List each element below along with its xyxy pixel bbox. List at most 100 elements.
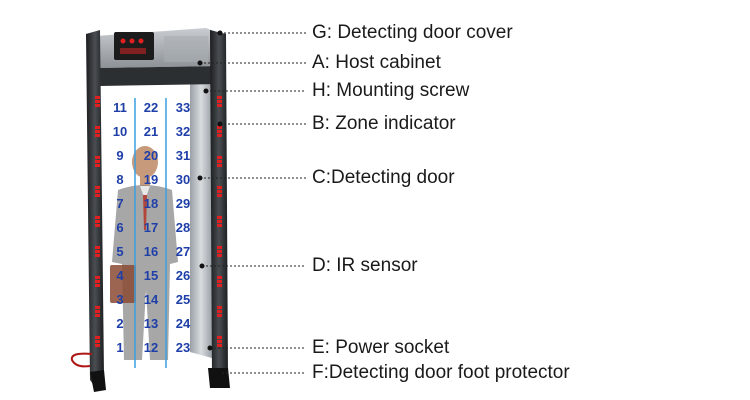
led-segment	[95, 96, 100, 99]
led-segment	[217, 336, 222, 339]
zone-number: 24	[176, 316, 191, 331]
zone-number: 20	[144, 148, 158, 163]
led-segment	[217, 130, 222, 133]
zone-guide-lines	[134, 98, 167, 368]
led-segment	[217, 126, 222, 129]
zone-number: 21	[144, 124, 158, 139]
zone-number: 11	[113, 100, 127, 115]
led-segment	[95, 250, 100, 253]
led-segment	[217, 220, 222, 223]
label-zone-indicator: B: Zone indicator	[312, 113, 456, 134]
led-segment	[95, 194, 100, 197]
label-mounting-screw: H: Mounting screw	[312, 80, 470, 101]
zone-number: 16	[144, 244, 158, 259]
led-segment	[217, 96, 222, 99]
label-foot-protector: F:Detecting door foot protector	[312, 362, 570, 383]
leader-dots	[197, 30, 223, 376]
led-segment	[95, 284, 100, 287]
control-panel	[114, 32, 154, 60]
led-segment	[95, 280, 100, 283]
label-detecting-door-cover: G: Detecting door cover	[312, 22, 513, 43]
zone-number: 25	[176, 292, 190, 307]
zone-number: 10	[113, 124, 127, 139]
zone-number: 18	[144, 196, 158, 211]
led-segment	[217, 160, 222, 163]
zone-number: 17	[144, 220, 158, 235]
zone-indicator-right	[217, 96, 222, 347]
led-segment	[217, 344, 222, 347]
person-figure	[110, 146, 178, 360]
led-segment	[95, 276, 100, 279]
led-segment	[95, 104, 100, 107]
led-segment	[95, 336, 100, 339]
led-segment	[95, 100, 100, 103]
led-segment	[95, 164, 100, 167]
zone-number: 23	[176, 340, 190, 355]
led-segment	[217, 340, 222, 343]
led-segment	[217, 156, 222, 159]
led-segment	[95, 224, 100, 227]
led-segment	[217, 280, 222, 283]
zone-number: 15	[144, 268, 158, 283]
zone-number: 7	[116, 196, 123, 211]
leader-lines	[200, 32, 306, 374]
detecting-door-inner-panel	[190, 75, 212, 358]
led-segment	[95, 310, 100, 313]
zone-number: 19	[144, 172, 158, 187]
label-power-socket: E: Power socket	[312, 337, 450, 358]
led-segment	[217, 310, 222, 313]
led-segment	[95, 344, 100, 347]
label-host-cabinet: A: Host cabinet	[312, 52, 441, 73]
zone-number: 14	[144, 292, 159, 307]
label-ir-sensor: D: IR sensor	[312, 255, 418, 276]
zone-indicator-left	[95, 96, 100, 347]
led-segment	[217, 100, 222, 103]
led-segment	[217, 254, 222, 257]
led-segment	[217, 284, 222, 287]
zone-number: 2	[116, 316, 123, 331]
zone-number: 31	[176, 148, 190, 163]
led-segment	[95, 306, 100, 309]
zone-number: 29	[176, 196, 190, 211]
zone-number: 30	[176, 172, 190, 187]
zone-number: 27	[176, 244, 190, 259]
led-segment	[217, 190, 222, 193]
led-segment	[217, 250, 222, 253]
led-segment	[95, 126, 100, 129]
zone-number: 13	[144, 316, 158, 331]
led-segment	[217, 314, 222, 317]
led-segment	[95, 190, 100, 193]
zone-numbers: 1110987654321222120191817161514131233323…	[113, 100, 191, 355]
zone-number: 6	[116, 220, 123, 235]
zone-number: 26	[176, 268, 190, 283]
led-segment	[95, 130, 100, 133]
left-pillar	[86, 30, 104, 388]
led-segment	[95, 216, 100, 219]
zone-number: 28	[176, 220, 190, 235]
led-segment	[217, 134, 222, 137]
led-segment	[95, 254, 100, 257]
led-segment	[217, 276, 222, 279]
zone-number: 3	[116, 292, 123, 307]
label-detecting-door: C:Detecting door	[312, 167, 455, 188]
zone-number: 32	[176, 124, 190, 139]
led-segment	[95, 134, 100, 137]
led-segment	[217, 104, 222, 107]
led-segment	[217, 194, 222, 197]
host-cabinet	[164, 36, 208, 62]
led-segment	[95, 156, 100, 159]
led-segment	[95, 186, 100, 189]
right-pillar	[210, 30, 228, 386]
power-cable	[70, 352, 93, 368]
zone-number: 9	[116, 148, 123, 163]
zone-number: 1	[116, 340, 123, 355]
led-segment	[95, 314, 100, 317]
led-segment	[217, 216, 222, 219]
led-segment	[95, 246, 100, 249]
led-segment	[217, 246, 222, 249]
led-segment	[95, 220, 100, 223]
zone-number: 5	[116, 244, 123, 259]
zone-number: 33	[176, 100, 190, 115]
detecting-door-foot-protector	[90, 370, 106, 392]
